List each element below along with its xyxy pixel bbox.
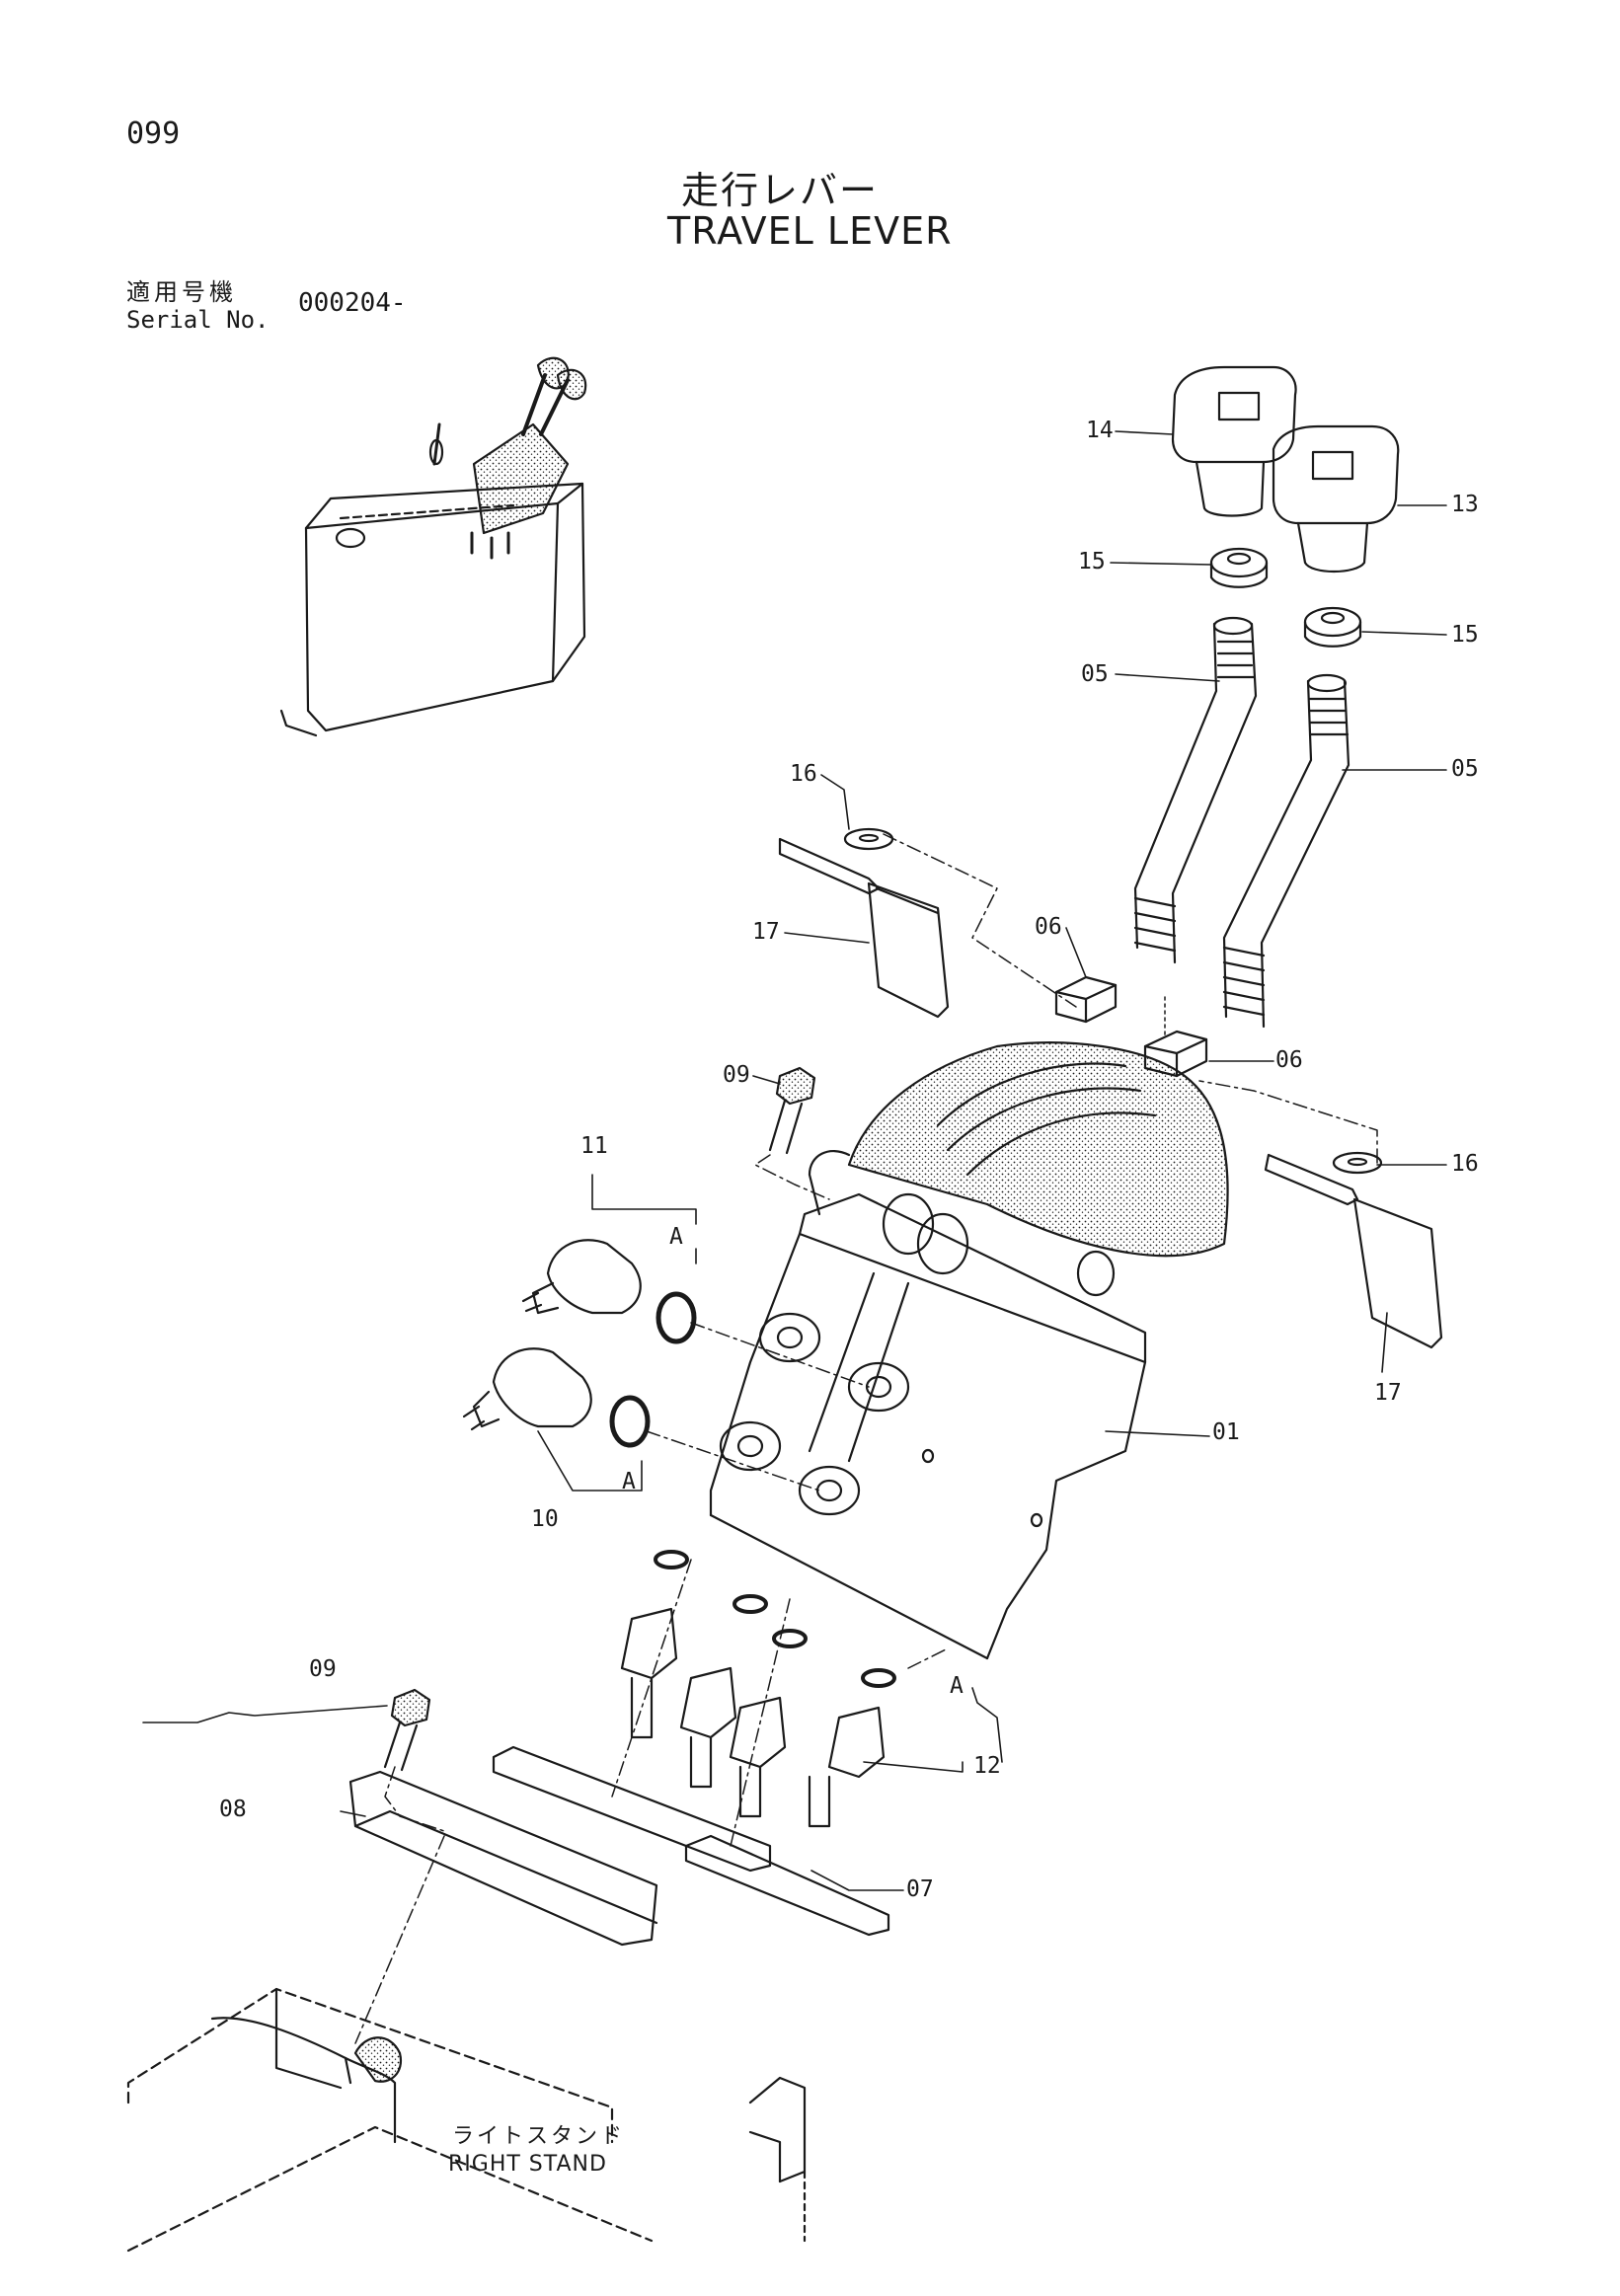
pilot-valve-body (709, 1041, 1229, 1660)
gasket (492, 1745, 890, 1937)
lever-rod (1133, 616, 1258, 964)
hex-nut (1303, 606, 1362, 648)
callout-06: 06 (1275, 1047, 1303, 1073)
callout-16: 16 (790, 761, 817, 787)
bolt (768, 1066, 816, 1155)
callout-14: 14 (1086, 418, 1114, 443)
lever-knob (1272, 424, 1400, 573)
washer (1332, 1151, 1383, 1175)
callout-15: 15 (1078, 549, 1106, 574)
stand-label: RIGHT STAND (448, 2152, 607, 2177)
callout-09: 09 (723, 1062, 750, 1088)
serial-label: Serial No. (126, 306, 270, 334)
reference-letter-a: A (669, 1224, 683, 1250)
assembly-lines (354, 833, 1378, 2044)
callout-06: 06 (1035, 914, 1062, 940)
stand-label-japanese: ライトスタンド (452, 2124, 626, 2149)
callout-10: 10 (531, 1506, 559, 1532)
callout-05: 05 (1451, 756, 1479, 782)
bolt (383, 1688, 431, 1772)
elbow-fitting (521, 1239, 642, 1315)
retaining-ring (654, 1550, 896, 1688)
o-ring (609, 1395, 651, 1448)
lever-rod (1222, 673, 1350, 1029)
page-title: TRAVEL LEVER (667, 209, 953, 253)
serial-value: 000204- (298, 288, 407, 318)
locator-inset (279, 356, 587, 737)
page-title-japanese: 走行レバー (681, 169, 880, 212)
callout-07: 07 (906, 1876, 934, 1902)
right-stand (126, 1987, 807, 2253)
callout-05: 05 (1081, 661, 1109, 687)
callout-13: 13 (1451, 492, 1479, 517)
callout-17: 17 (1374, 1380, 1402, 1406)
connector-fitting (620, 1607, 886, 1828)
serial-label-japanese: 適用号機 (126, 278, 237, 306)
page-number: 099 (126, 116, 181, 151)
lever-knob (1171, 365, 1297, 517)
callout-01: 01 (1212, 1419, 1240, 1445)
reference-letter-a: A (622, 1469, 636, 1494)
hex-nut (1209, 547, 1269, 588)
o-ring (656, 1291, 697, 1344)
washer (843, 827, 894, 851)
mounting-plate (348, 1770, 658, 1947)
callout-15: 15 (1451, 622, 1479, 648)
hex-nut (1054, 975, 1118, 1024)
callout-09: 09 (309, 1656, 337, 1682)
callout-11: 11 (580, 1133, 608, 1159)
callout-12: 12 (973, 1753, 1001, 1779)
callout-17: 17 (752, 919, 780, 945)
cover-plate (1264, 1153, 1443, 1349)
leader-lines (142, 430, 1447, 1891)
callout-08: 08 (219, 1797, 247, 1822)
elbow-fitting (462, 1347, 592, 1431)
cover-plate (778, 837, 950, 1019)
callout-16: 16 (1451, 1151, 1479, 1177)
reference-letter-a: A (950, 1673, 964, 1699)
